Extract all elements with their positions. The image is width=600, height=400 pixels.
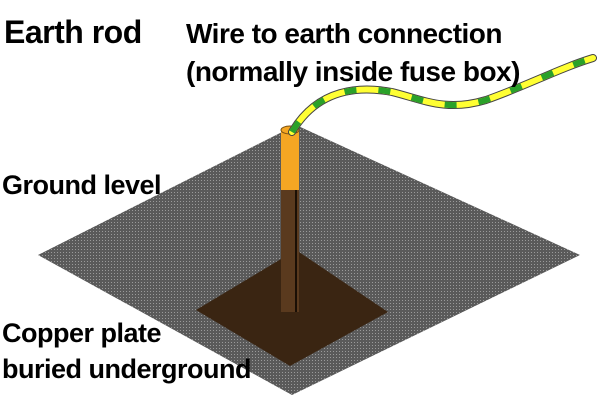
earth-wire-green-stripe bbox=[289, 55, 594, 134]
ground-level-label: Ground level bbox=[2, 170, 162, 200]
diagram-title: Earth rod bbox=[4, 14, 142, 50]
copper-plate-label-line1: Copper plate bbox=[2, 318, 162, 348]
earth-rod-above-ground bbox=[281, 130, 299, 190]
wire-label-line2: (normally inside fuse box) bbox=[186, 56, 520, 87]
wire-label-line1: Wire to earth connection bbox=[186, 18, 503, 49]
earth-rod-underground bbox=[281, 188, 299, 312]
copper-plate-label-line2: buried underground bbox=[2, 354, 251, 384]
